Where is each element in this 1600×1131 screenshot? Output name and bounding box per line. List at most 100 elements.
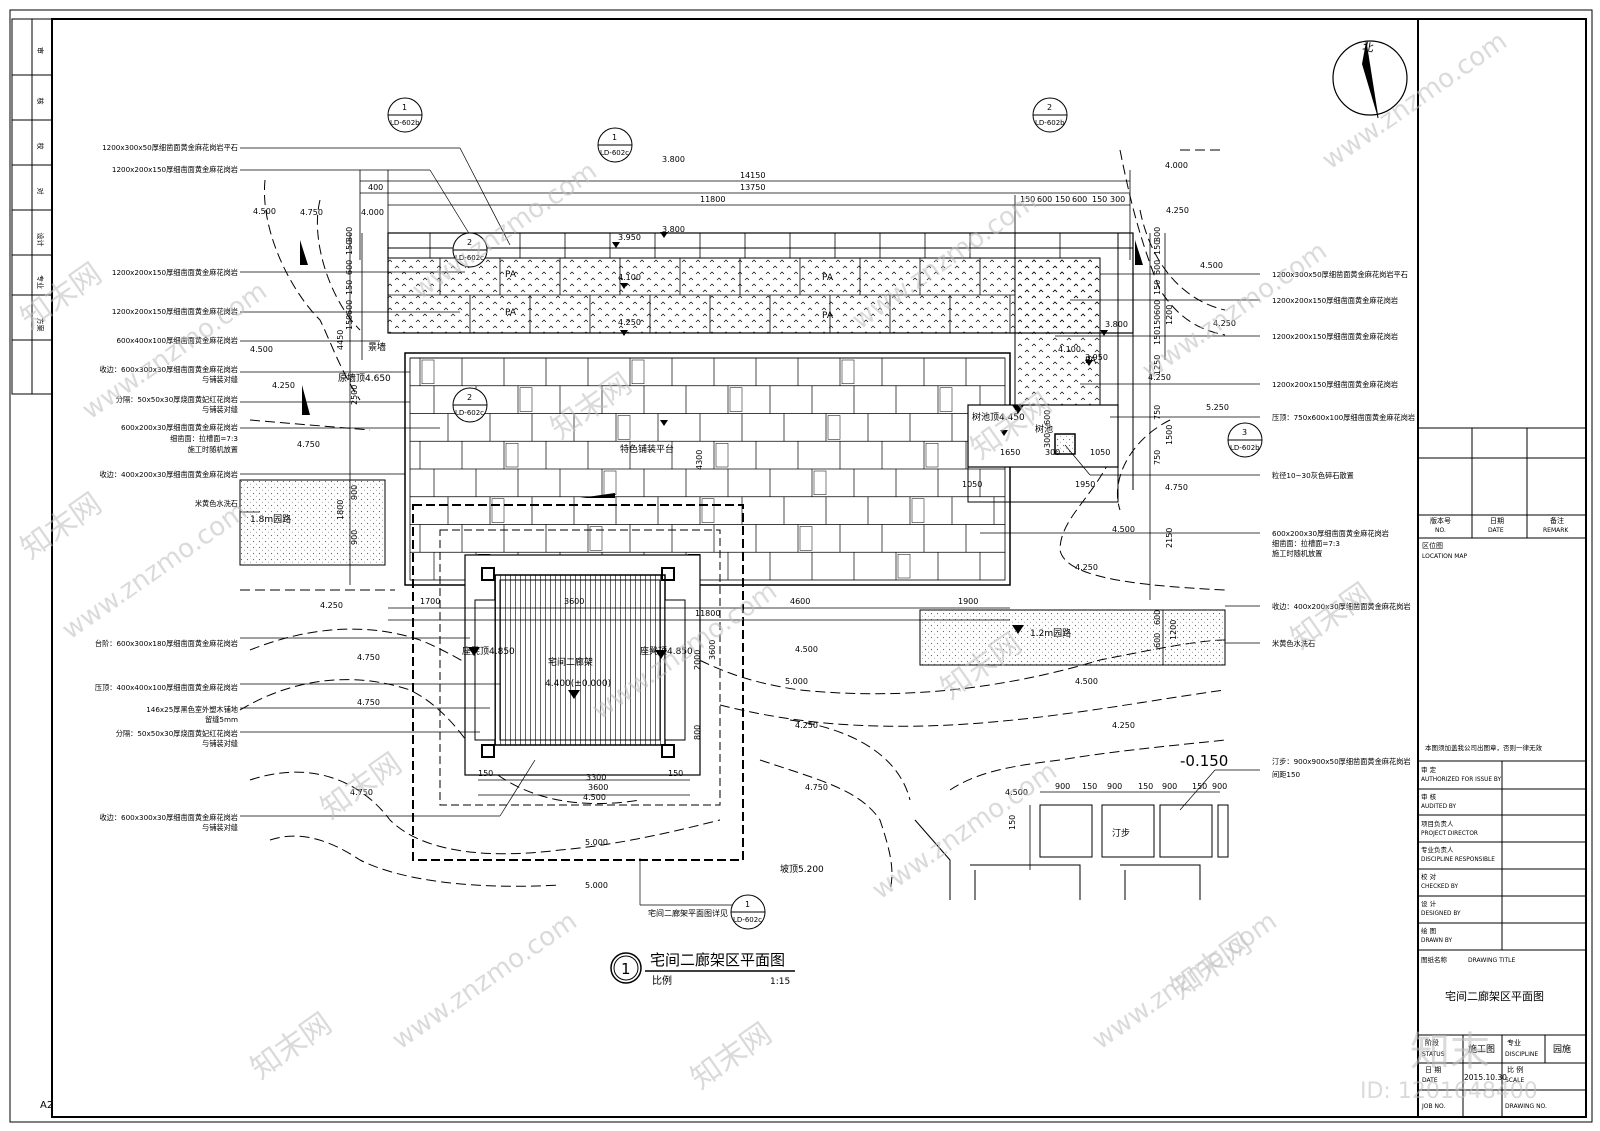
dim-mid: 1050 xyxy=(1090,448,1110,457)
elevation-value: 4.750 xyxy=(357,698,380,707)
watermark-brand: 知末网 xyxy=(685,1016,779,1096)
elevation-value: 4.250 xyxy=(1166,206,1189,215)
dim-left-v: 150 xyxy=(345,315,354,330)
callout-right: 施工时随机放置 xyxy=(1272,549,1322,558)
callout-left: 与铺装对缝 xyxy=(202,375,238,384)
pavilion-label: 宅间二廊架 xyxy=(548,656,593,668)
elevation-value: 4.250 xyxy=(320,601,343,610)
watermark-brand: 知末网 xyxy=(15,256,109,336)
watermark-brand: 知末网 xyxy=(1285,576,1379,656)
elevation-value: 4.000 xyxy=(361,208,384,217)
stepping-stones xyxy=(914,804,1229,900)
elevation-value: 4.500 xyxy=(1112,525,1135,534)
dim-mid: 900 xyxy=(1055,782,1070,791)
dim-left-v: 4450 xyxy=(336,330,345,350)
drawing-name-label: 图纸名称 xyxy=(1421,955,1448,964)
watermark-site: www.znzmo.com xyxy=(1317,26,1513,176)
job-no-label: JOB NO. xyxy=(1421,1103,1445,1110)
elevation-value: 4.500 xyxy=(795,645,818,654)
dim-mid: 4300 xyxy=(695,450,704,470)
section-marker-ref: LD-602b xyxy=(1230,444,1260,452)
stage-value: 施工图 xyxy=(1468,1043,1495,1055)
tree-pool xyxy=(967,404,1119,503)
detail-ref-label: 宅间二廊架平面图详见 xyxy=(648,908,728,918)
gravel-paths xyxy=(239,479,1226,666)
dim-mid: 11800 xyxy=(695,609,720,618)
rev-no-label-en: NO. xyxy=(1435,527,1446,534)
callout-left: 1200x200x150厚细凿面黄金麻花岗岩 xyxy=(112,307,238,316)
dim-mid: 900 xyxy=(1212,782,1227,791)
elevation-value: 4.250 xyxy=(1112,721,1135,730)
dim-mid: 4600 xyxy=(790,597,810,606)
callout-right: 600x200x30厚细凿面黄金麻花岗岩 xyxy=(1272,529,1389,538)
drawing-title: 1 宅间二廊架区平面图 比例 1:15 xyxy=(610,951,795,987)
dim-top: 11800 xyxy=(700,195,725,204)
strip-label: 专业 xyxy=(36,275,45,289)
section-marker-num: 3 xyxy=(1242,428,1247,437)
strip-label: 设计 xyxy=(36,233,45,247)
callout-left: 米黄色水洗石 xyxy=(195,499,238,508)
elevation-value: -0.150 xyxy=(1180,752,1228,770)
dim-mid: 150 xyxy=(1082,782,1097,791)
scale-row-en: SCALE xyxy=(1505,1077,1524,1084)
pa-label-1: PA xyxy=(505,270,517,280)
elevation-value: 4.750 xyxy=(357,653,380,662)
section-marker-num: 1 xyxy=(612,133,617,142)
outer-border xyxy=(9,9,1593,1123)
dim-mid: 1900 xyxy=(958,597,978,606)
planter-strip xyxy=(387,232,1134,490)
elevation-value: 4.250 xyxy=(272,381,295,390)
date-row-label: 日 期 xyxy=(1425,1066,1441,1074)
section-marker-num: 2 xyxy=(467,238,472,247)
elevation-value: 4.500 xyxy=(583,793,606,802)
elevation-value: 3.950 xyxy=(1085,353,1108,362)
role-en: AUDITED BY xyxy=(1421,804,1457,810)
callout-left: 收边：600x300x30厚细凿面黄金麻花岗岩 xyxy=(99,365,238,374)
callout-left: 600x200x30厚细凿面黄金麻花岗岩 xyxy=(121,423,238,432)
elevation-value: 3.800 xyxy=(662,225,685,234)
remark-label: 备注 xyxy=(1550,516,1564,525)
stamp-note: 本图须加盖我公司出图章，否则一律无效 xyxy=(1425,743,1543,752)
dim-left-v: 900 xyxy=(350,485,359,500)
callout-left-lower: 分隔：50x50x30厚烧面黄妃红花岗岩 xyxy=(116,729,238,738)
dim-right-v: 150 xyxy=(1153,315,1162,330)
dim-left-v: 600 xyxy=(345,260,354,275)
callout-left: 施工时随机放置 xyxy=(188,445,238,454)
dim-right-v: 800 xyxy=(693,725,702,740)
date-label: 日期 xyxy=(1490,517,1504,525)
dim-right-v: 150 xyxy=(1153,240,1162,255)
role-en: DRAWN BY xyxy=(1421,938,1452,944)
role-en: CHECKED BY xyxy=(1421,884,1459,890)
plan-labels: 景墙 原墙顶4.650 树池顶4.450 树池 特色铺装平台 宅间二廊架 4.4… xyxy=(250,270,1130,918)
elevation-value: 4.500 xyxy=(253,207,276,216)
elevation-value: 3.950 xyxy=(618,233,641,242)
elevation-value: 4.250 xyxy=(1213,319,1236,328)
leader-lines xyxy=(240,147,1260,906)
role-en: AUTHORIZED FOR ISSUE BY xyxy=(1421,777,1502,783)
paving-platform xyxy=(404,352,1011,586)
dim-right-v: 1250 xyxy=(1153,355,1162,375)
dim-right-v: 150 xyxy=(1153,280,1162,295)
role-en: PROJECT DIRECTOR xyxy=(1421,831,1478,837)
dim-mid: 150 xyxy=(478,769,493,778)
elevation-value: 4.750 xyxy=(805,783,828,792)
sheet-size: A2 xyxy=(40,1100,53,1111)
role-cn: 校 对 xyxy=(1421,872,1437,881)
callout-right: 米黄色水洗石 xyxy=(1272,639,1315,648)
dim-mid: 3600 xyxy=(564,597,584,606)
dim-mid: 150 xyxy=(1192,782,1207,791)
section-marker-num: 1 xyxy=(402,103,407,112)
elevation-value: 4.750 xyxy=(300,208,323,217)
role-cn: 审 核 xyxy=(1421,792,1437,801)
section-marker-ref: LD-602c xyxy=(600,149,629,157)
seat-left-label: 座凳顶4.850 xyxy=(462,645,515,657)
dim-top: 150 xyxy=(1020,195,1035,204)
dim-top: 150 xyxy=(1092,195,1107,204)
role-cn: 设 计 xyxy=(1421,899,1437,908)
dim-left-v: 150 xyxy=(345,240,354,255)
date-label-en: DATE xyxy=(1488,527,1504,534)
wall-label: 景墙 xyxy=(368,341,386,353)
path-right-label: 1.2m园路 xyxy=(1030,627,1071,639)
